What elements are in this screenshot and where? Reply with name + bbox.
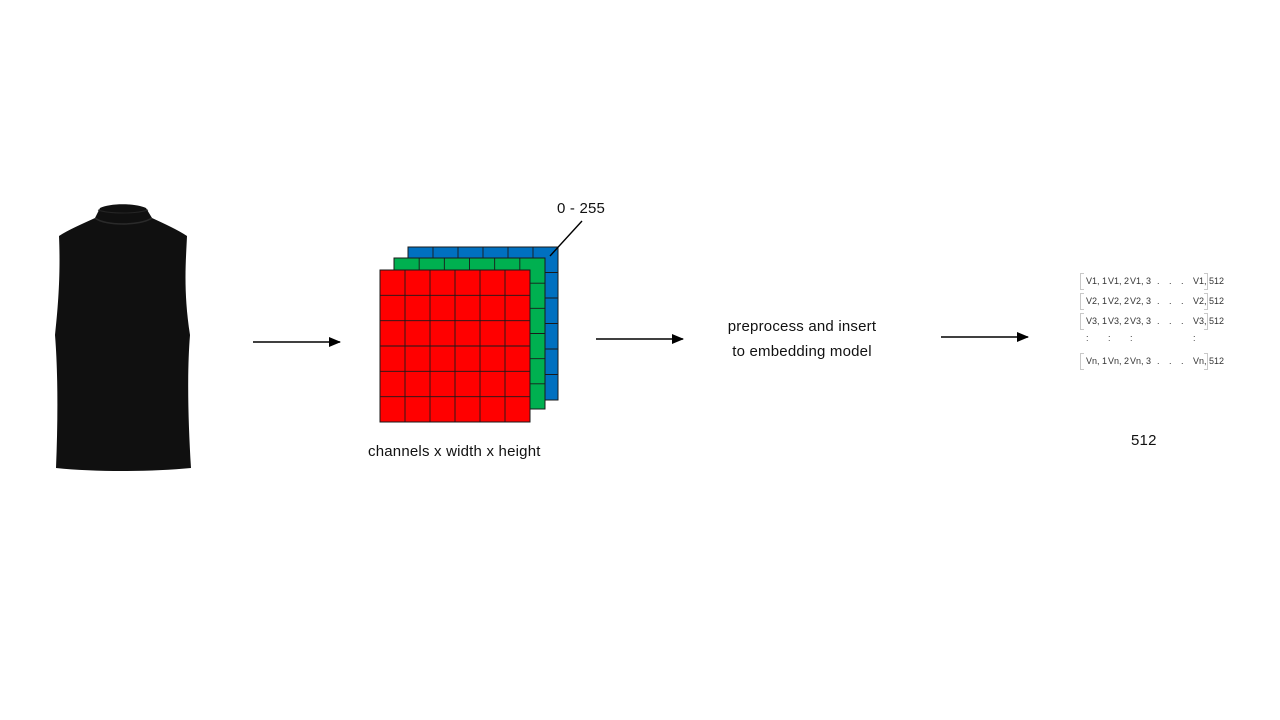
process-label-line2: to embedding model xyxy=(732,343,872,360)
matrix-cell: : xyxy=(1108,333,1111,343)
matrix-cell: . xyxy=(1157,356,1160,366)
matrix-cell: . xyxy=(1169,316,1172,326)
tensor-shape-label: channels x width x height xyxy=(368,443,541,460)
range-pointer-line xyxy=(549,220,583,257)
matrix-row: :::: xyxy=(1078,331,1210,351)
matrix-cell: . xyxy=(1169,276,1172,286)
matrix-cell: V1, 1 xyxy=(1086,276,1108,286)
red-channel-grid xyxy=(379,269,531,423)
matrix-cell: . xyxy=(1181,356,1184,366)
matrix-cell: . xyxy=(1181,316,1184,326)
garment-image xyxy=(55,204,191,471)
matrix-cell: Vn, 3 xyxy=(1130,356,1152,366)
matrix-cell: . xyxy=(1157,276,1160,286)
garment-collar-fold xyxy=(97,209,149,214)
process-label-line1: preprocess and insert xyxy=(727,318,877,335)
matrix-cell: . xyxy=(1181,276,1184,286)
rgb-channel-grids xyxy=(379,246,559,423)
matrix-cell: Vn, 512 xyxy=(1193,356,1225,366)
matrix-cell: . xyxy=(1169,296,1172,306)
matrix-cell: . xyxy=(1157,316,1160,326)
matrix-cell: V2, 1 xyxy=(1086,296,1108,306)
matrix-cell: V2, 3 xyxy=(1130,296,1152,306)
matrix-cell: V3, 1 xyxy=(1086,316,1108,326)
matrix-cell: . xyxy=(1157,296,1160,306)
matrix-cell: . xyxy=(1169,356,1172,366)
matrix-cell: Vn, 1 xyxy=(1086,356,1108,366)
matrix-cell: Vn, 2 xyxy=(1108,356,1130,366)
matrix-cell: V1, 512 xyxy=(1193,276,1225,286)
matrix-cell: V1, 3 xyxy=(1130,276,1152,286)
matrix-cell: V3, 3 xyxy=(1130,316,1152,326)
matrix-cell: V3, 2 xyxy=(1108,316,1130,326)
process-label: preprocess and insert to embedding model xyxy=(712,314,892,364)
matrix-cell: V2, 512 xyxy=(1193,296,1225,306)
matrix-cell: V1, 2 xyxy=(1108,276,1130,286)
matrix-cell: . xyxy=(1181,296,1184,306)
garment-body xyxy=(55,204,191,471)
matrix-cell: : xyxy=(1193,333,1196,343)
matrix-cell: V2, 2 xyxy=(1108,296,1130,306)
matrix-cell: : xyxy=(1130,333,1133,343)
garment-collar xyxy=(94,217,153,225)
pixel-range-label: 0 - 255 xyxy=(557,200,606,217)
matrix-cell: V3, 512 xyxy=(1193,316,1225,326)
matrix-cell: : xyxy=(1086,333,1089,343)
embedding-dim-label: 512 xyxy=(1131,432,1157,449)
